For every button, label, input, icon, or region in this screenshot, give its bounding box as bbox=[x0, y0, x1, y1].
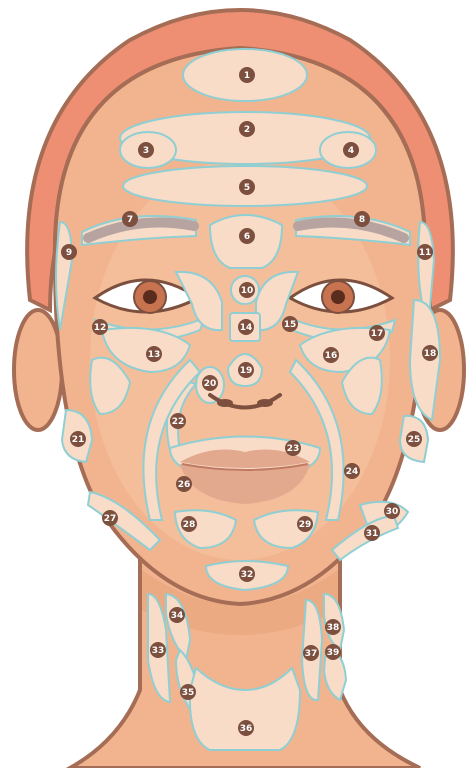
zone-label-2: 2 bbox=[239, 121, 255, 137]
svg-text:10: 10 bbox=[241, 286, 254, 296]
zone-label-13: 13 bbox=[146, 346, 162, 362]
zone-label-5: 5 bbox=[239, 179, 255, 195]
svg-text:26: 26 bbox=[178, 480, 191, 490]
zone-label-32: 32 bbox=[239, 566, 255, 582]
svg-text:2: 2 bbox=[244, 125, 250, 135]
svg-text:27: 27 bbox=[104, 514, 117, 524]
zone-label-1: 1 bbox=[239, 67, 255, 83]
zone-label-37: 37 bbox=[303, 645, 319, 661]
zone-label-14: 14 bbox=[238, 319, 254, 335]
svg-text:3: 3 bbox=[143, 146, 149, 156]
right-pupil bbox=[331, 290, 345, 304]
left-pupil bbox=[143, 290, 157, 304]
zone-label-24: 24 bbox=[344, 463, 360, 479]
svg-text:29: 29 bbox=[299, 520, 312, 530]
svg-text:38: 38 bbox=[327, 623, 340, 633]
zone-label-30: 30 bbox=[384, 503, 400, 519]
zone-label-17: 17 bbox=[369, 325, 385, 341]
svg-text:37: 37 bbox=[305, 649, 318, 659]
zone-label-10: 10 bbox=[239, 282, 255, 298]
svg-text:19: 19 bbox=[240, 366, 253, 376]
svg-text:7: 7 bbox=[127, 215, 133, 225]
svg-text:32: 32 bbox=[241, 570, 254, 580]
zone-label-35: 35 bbox=[180, 684, 196, 700]
zone-label-26: 26 bbox=[176, 476, 192, 492]
zone-label-7: 7 bbox=[122, 211, 138, 227]
zone-label-9: 9 bbox=[61, 244, 77, 260]
svg-text:20: 20 bbox=[204, 379, 217, 389]
svg-text:21: 21 bbox=[72, 435, 85, 445]
zone-label-11: 11 bbox=[417, 244, 433, 260]
svg-text:18: 18 bbox=[424, 349, 437, 359]
zone-label-27: 27 bbox=[102, 510, 118, 526]
svg-text:36: 36 bbox=[240, 724, 253, 734]
zone-label-28: 28 bbox=[181, 516, 197, 532]
zone-label-34: 34 bbox=[169, 607, 185, 623]
zone-label-6: 6 bbox=[239, 228, 255, 244]
svg-text:22: 22 bbox=[172, 417, 185, 427]
zone-label-18: 18 bbox=[422, 345, 438, 361]
svg-text:8: 8 bbox=[359, 215, 365, 225]
svg-text:35: 35 bbox=[182, 688, 195, 698]
svg-text:16: 16 bbox=[325, 351, 338, 361]
zone-label-22: 22 bbox=[170, 413, 186, 429]
svg-text:39: 39 bbox=[327, 648, 340, 658]
zone-label-16: 16 bbox=[323, 347, 339, 363]
svg-text:9: 9 bbox=[66, 248, 72, 258]
svg-text:17: 17 bbox=[371, 329, 384, 339]
svg-text:25: 25 bbox=[408, 435, 421, 445]
right-nostril bbox=[257, 399, 273, 407]
svg-text:31: 31 bbox=[366, 529, 379, 539]
zone-label-15: 15 bbox=[282, 316, 298, 332]
zone-label-33: 33 bbox=[150, 642, 166, 658]
zone-label-39: 39 bbox=[325, 644, 341, 660]
svg-text:12: 12 bbox=[94, 323, 107, 333]
svg-text:13: 13 bbox=[148, 350, 161, 360]
svg-text:6: 6 bbox=[244, 232, 250, 242]
svg-text:14: 14 bbox=[240, 323, 253, 333]
left-nostril bbox=[217, 399, 233, 407]
svg-text:5: 5 bbox=[244, 183, 250, 193]
svg-text:15: 15 bbox=[284, 320, 297, 330]
zone-label-20: 20 bbox=[202, 375, 218, 391]
svg-text:33: 33 bbox=[152, 646, 165, 656]
svg-text:11: 11 bbox=[419, 248, 432, 258]
svg-text:30: 30 bbox=[386, 507, 399, 517]
zone-label-3: 3 bbox=[138, 142, 154, 158]
zone-label-38: 38 bbox=[325, 619, 341, 635]
zone-label-31: 31 bbox=[364, 525, 380, 541]
zone-label-36: 36 bbox=[238, 720, 254, 736]
svg-text:34: 34 bbox=[171, 611, 184, 621]
zone-label-12: 12 bbox=[92, 319, 108, 335]
zone-label-25: 25 bbox=[406, 431, 422, 447]
zone-label-23: 23 bbox=[285, 440, 301, 456]
svg-text:1: 1 bbox=[244, 71, 250, 81]
svg-text:28: 28 bbox=[183, 520, 196, 530]
zone-label-21: 21 bbox=[70, 431, 86, 447]
zone-label-29: 29 bbox=[297, 516, 313, 532]
svg-text:23: 23 bbox=[287, 444, 300, 454]
zone-label-19: 19 bbox=[238, 362, 254, 378]
left-ear bbox=[14, 310, 62, 430]
zone-label-8: 8 bbox=[354, 211, 370, 227]
zone-label-4: 4 bbox=[343, 142, 359, 158]
svg-text:24: 24 bbox=[346, 467, 359, 477]
svg-text:4: 4 bbox=[348, 146, 354, 156]
